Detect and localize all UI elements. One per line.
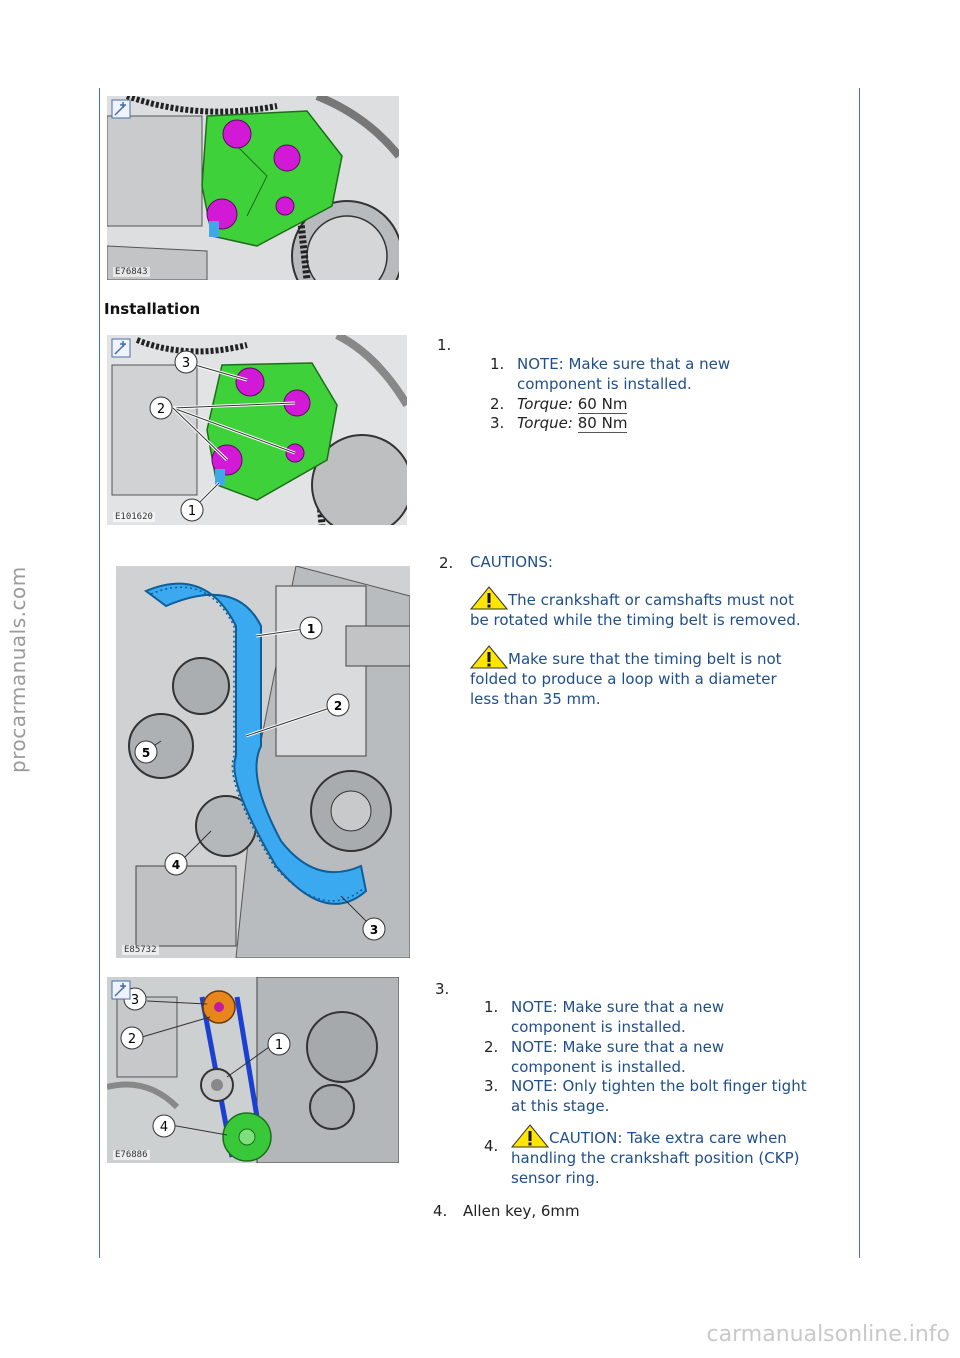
step-4-tool-text: Allen key, 6mm <box>463 1202 580 1220</box>
note-line1: NOTE: Make sure that a new <box>511 1038 725 1056</box>
figure-2-illustration: 3 2 1 <box>107 335 407 525</box>
figure-code: E76843 <box>113 267 150 277</box>
left-margin-rule <box>99 88 100 1258</box>
svg-text:1: 1 <box>188 504 196 519</box>
sub-number: 3. <box>490 414 505 432</box>
step-3-sub-3: 3. NOTE: Only tighten the bolt finger ti… <box>484 1076 850 1116</box>
callout-2: 2 <box>326 693 350 717</box>
step-2-caution-2: Make sure that the timing belt is not fo… <box>470 645 850 709</box>
callout-2: 2 <box>120 1026 144 1050</box>
step-2-caution-1: The crankshaft or camshafts must not be … <box>470 586 850 630</box>
side-watermark: procarmanuals.com <box>6 566 30 774</box>
note-line1: NOTE: Only tighten the bolt finger tight <box>511 1077 807 1095</box>
step-3-sub-1: 1. NOTE: Make sure that a new component … <box>484 997 844 1037</box>
note-text-line1: NOTE: Make sure that a new <box>517 355 731 373</box>
figure-2-bracket-install[interactable]: 3 2 1 E101620 <box>107 335 407 525</box>
callout-4: 4 <box>164 852 188 876</box>
sub-number: 3. <box>484 1077 499 1095</box>
sub-number: 1. <box>490 355 505 373</box>
note-line2: component is installed. <box>511 1018 686 1036</box>
step-4-number: 4. <box>433 1202 448 1220</box>
sub-number: 1. <box>484 998 499 1016</box>
figure-code: E85732 <box>122 945 159 955</box>
figure-1-bracket-removal[interactable]: E76843 <box>107 96 399 280</box>
step-3-number: 3. <box>435 980 450 998</box>
callout-3: 3 <box>362 917 386 941</box>
caution-2-line2: folded to produce a loop with a diameter <box>470 670 777 688</box>
figure-3-timing-belt[interactable]: 1 2 5 4 3 E85732 <box>116 566 410 958</box>
step-3-sub-2: 2. NOTE: Make sure that a new component … <box>484 1037 844 1077</box>
caution-2-line3: less than 35 mm. <box>470 690 601 708</box>
step-2-number: 2. <box>439 554 454 572</box>
torque-value[interactable]: 80 Nm <box>577 414 628 433</box>
note-line2: component is installed. <box>511 1058 686 1076</box>
figure-1-illustration <box>107 96 399 280</box>
callout-1: 1 <box>267 1032 291 1056</box>
caution-1-line2: be rotated while the timing belt is remo… <box>470 611 801 629</box>
zoom-icon[interactable] <box>111 99 131 119</box>
svg-text:2: 2 <box>128 1032 136 1047</box>
svg-text:4: 4 <box>160 1120 168 1135</box>
section-heading-installation: Installation <box>104 300 201 318</box>
svg-text:4: 4 <box>172 858 180 872</box>
callout-5: 5 <box>134 740 158 764</box>
sub-number: 2. <box>490 395 505 413</box>
figure-4-pulleys[interactable]: 3 2 1 4 E76886 <box>107 977 399 1163</box>
caution-line3: sensor ring. <box>511 1169 600 1187</box>
svg-text:3: 3 <box>370 923 378 937</box>
warning-triangle-icon <box>470 586 508 610</box>
step-2-cautions-title: CAUTIONS: <box>470 553 553 571</box>
callout-2: 2 <box>149 396 173 420</box>
svg-text:1: 1 <box>307 622 315 636</box>
zoom-icon[interactable] <box>111 980 131 1000</box>
step-1-number: 1. <box>437 336 452 354</box>
torque-label: Torque: <box>517 395 573 413</box>
figure-4-illustration: 3 2 1 4 <box>107 977 399 1163</box>
step-3-sub-4: 4. CAUTION: Take extra care when handlin… <box>484 1124 844 1196</box>
callout-4: 4 <box>152 1114 176 1138</box>
step-1-sub-3: 3. Torque: 80 Nm <box>490 413 840 433</box>
caution-line1: CAUTION: Take extra care when <box>549 1129 787 1147</box>
svg-text:5: 5 <box>142 746 150 760</box>
svg-text:3: 3 <box>131 993 139 1008</box>
warning-triangle-icon <box>470 645 508 669</box>
figure-code: E101620 <box>113 512 155 522</box>
sub-number: 2. <box>484 1038 499 1056</box>
note-line2: at this stage. <box>511 1097 610 1115</box>
svg-text:3: 3 <box>182 356 190 371</box>
step-1-sub-2: 2. Torque: 60 Nm <box>490 394 840 414</box>
warning-triangle-icon <box>511 1124 549 1148</box>
note-line1: NOTE: Make sure that a new <box>511 998 725 1016</box>
bottom-watermark: carmanualsonline.info <box>706 1322 950 1347</box>
caution-line2: handling the crankshaft position (CKP) <box>511 1149 800 1167</box>
callout-1: 1 <box>180 498 204 522</box>
torque-label: Torque: <box>517 414 573 432</box>
callout-3: 3 <box>174 350 198 374</box>
figure-code: E76886 <box>113 1150 150 1160</box>
callout-1: 1 <box>299 616 323 640</box>
svg-text:2: 2 <box>157 402 165 417</box>
caution-2-line1: Make sure that the timing belt is not <box>508 650 782 668</box>
caution-1-line1: The crankshaft or camshafts must not <box>508 591 794 609</box>
svg-text:2: 2 <box>334 699 342 713</box>
zoom-icon[interactable] <box>111 338 131 358</box>
torque-value[interactable]: 60 Nm <box>577 395 628 414</box>
step-1-sub-1: 1. NOTE: Make sure that a new component … <box>490 354 840 394</box>
svg-text:1: 1 <box>275 1038 283 1053</box>
sub-number: 4. <box>484 1137 499 1155</box>
right-margin-rule <box>859 88 860 1258</box>
figure-3-illustration: 1 2 5 4 3 <box>116 566 410 958</box>
note-text-line2: component is installed. <box>517 375 692 393</box>
